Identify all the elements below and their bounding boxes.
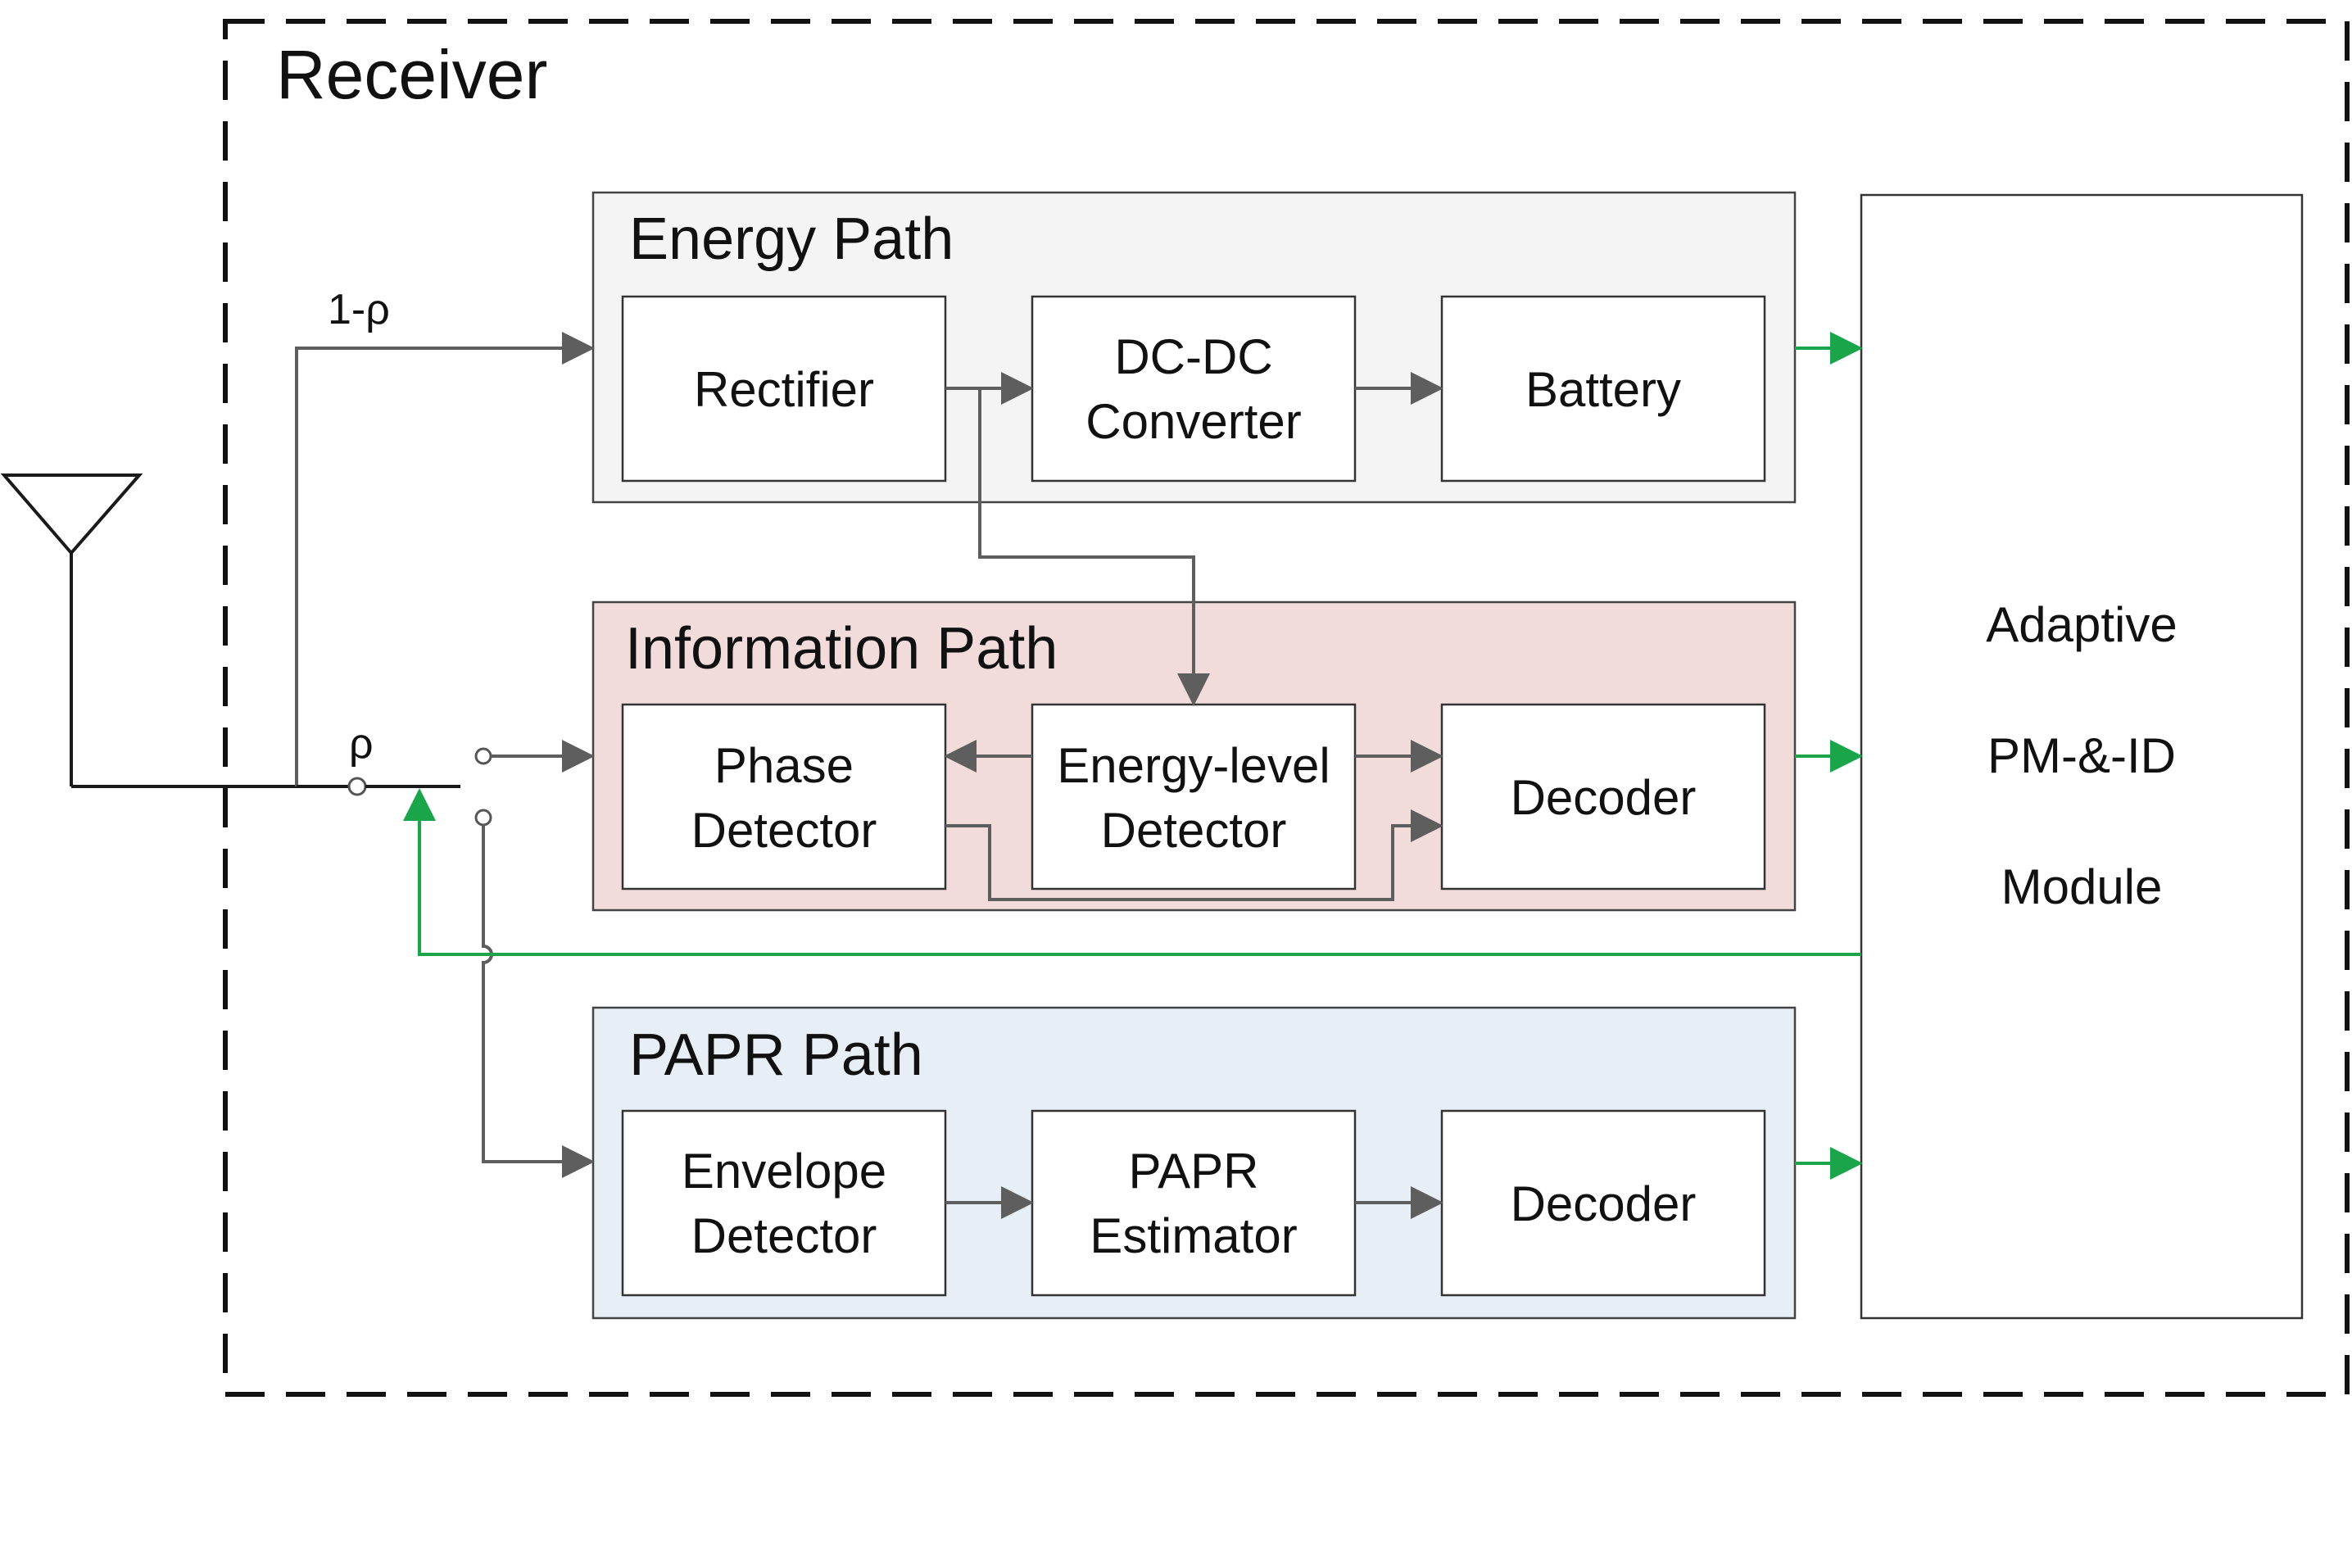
energy-level-detector-block: Energy-level Detector <box>1031 703 1357 890</box>
rectifier-block: Rectifier <box>621 295 947 483</box>
adaptive-module-block: Adaptive PM-&-ID Module <box>1860 193 2304 1320</box>
envelope-detector-label-line2: Detector <box>691 1208 877 1263</box>
switch-contact-papr <box>474 809 492 827</box>
receiver-title: Receiver <box>276 36 547 113</box>
phase-detector-label-line1: Phase <box>714 738 854 793</box>
dc-dc-converter-label-line2: Converter <box>1085 394 1301 449</box>
adaptive-module-label-line3: Module <box>2001 859 2163 914</box>
papr-estimator-label-line2: Estimator <box>1090 1208 1297 1263</box>
phase-detector-label-line2: Detector <box>691 803 877 858</box>
information-path-title: Information Path <box>625 616 1058 682</box>
dc-dc-converter-block: DC-DC Converter <box>1031 295 1357 483</box>
phase-to-decoder-arrow <box>945 809 1443 901</box>
papr-decoder-label: Decoder <box>1511 1176 1697 1231</box>
energy-ratio-label: 1-ρ <box>328 286 390 333</box>
info-decoder-label: Decoder <box>1511 770 1697 825</box>
switch-pivot <box>347 777 367 796</box>
rectifier-to-energy-level-arrow <box>978 388 1210 706</box>
envelope-detector-label-line1: Envelope <box>682 1144 886 1199</box>
switch-control-feedback-arrow <box>403 788 1861 956</box>
dc-dc-converter-label-line1: DC-DC <box>1114 329 1272 384</box>
info-ratio-label: ρ <box>349 720 374 768</box>
adaptive-module-label-line2: PM-&-ID <box>1987 728 2176 783</box>
switch-contact-info <box>474 747 492 765</box>
adaptive-module-label-line1: Adaptive <box>1986 597 2178 652</box>
antenna-icon <box>0 474 297 788</box>
energy-path-title: Energy Path <box>629 206 954 272</box>
papr-estimator-block: PAPR Estimator <box>1031 1109 1357 1297</box>
info-decoder-block: Decoder <box>1440 703 1766 890</box>
papr-branch-connector <box>482 825 595 1178</box>
energy-branch-connector <box>295 332 595 786</box>
envelope-detector-block: Envelope Detector <box>621 1109 947 1297</box>
battery-label: Battery <box>1525 362 1681 417</box>
receiver-boundary <box>223 19 2350 1397</box>
phase-detector-block: Phase Detector <box>621 703 947 890</box>
battery-block: Battery <box>1440 295 1766 483</box>
papr-decoder-block: Decoder <box>1440 1109 1766 1297</box>
rectifier-label: Rectifier <box>694 362 874 417</box>
papr-path-title: PAPR Path <box>629 1022 923 1088</box>
energy-level-detector-label-line1: Energy-level <box>1057 738 1330 793</box>
papr-estimator-label-line1: PAPR <box>1129 1144 1259 1199</box>
energy-level-detector-label-line2: Detector <box>1101 803 1287 858</box>
